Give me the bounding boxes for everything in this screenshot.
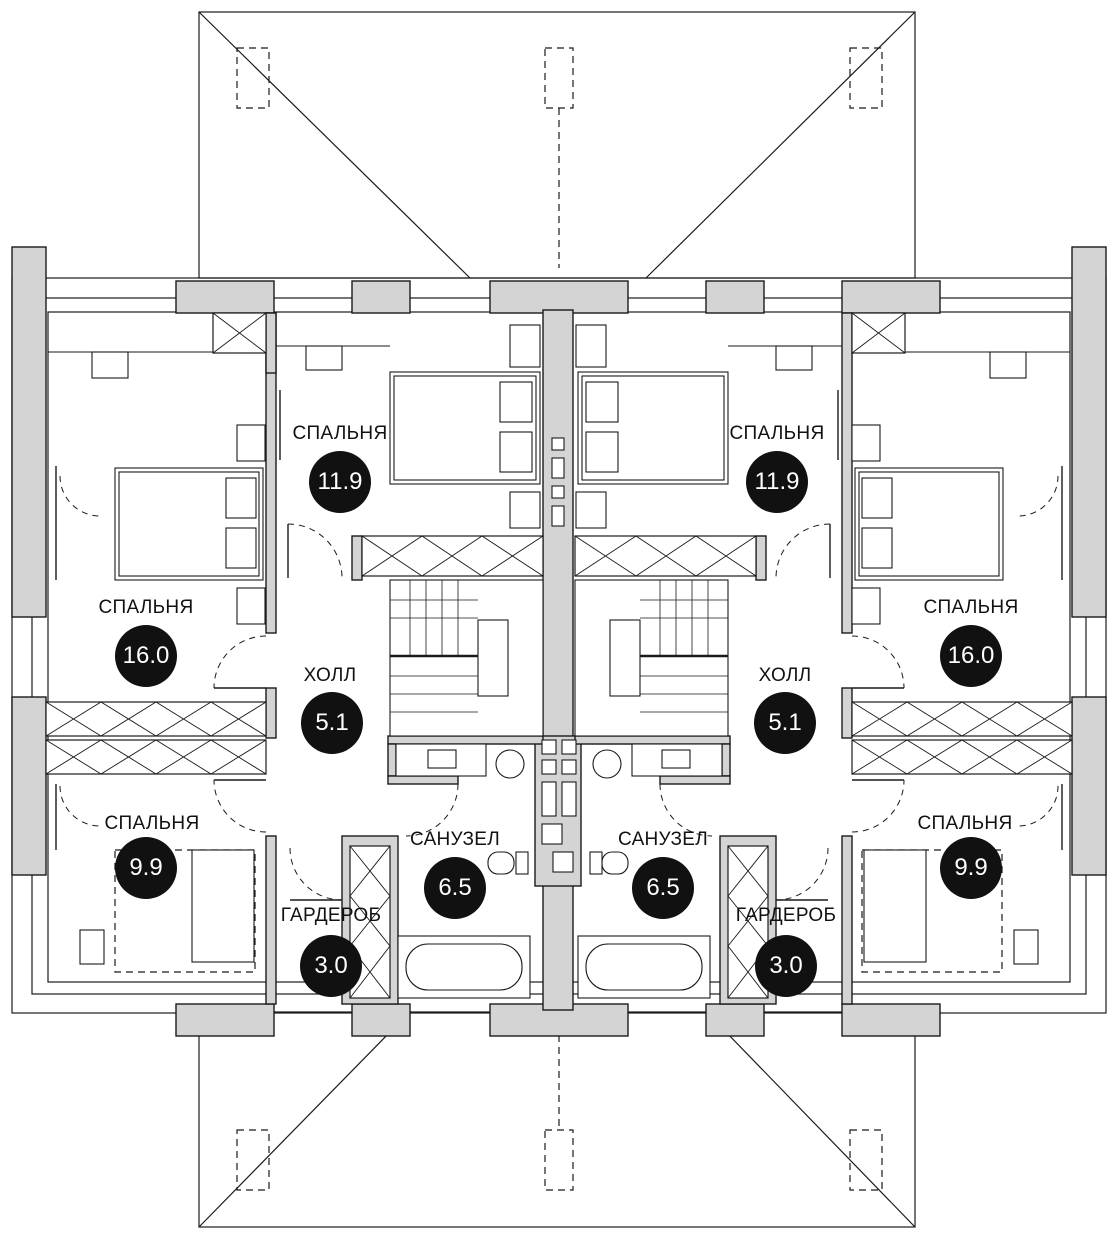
- room-area-badge: 11.9: [746, 451, 808, 513]
- room-area-badge: 16.0: [115, 625, 177, 687]
- room-name: САНУЗЕЛ: [409, 829, 501, 850]
- room-name: СПАЛЬНЯ: [104, 813, 200, 834]
- room-area-badge: 6.5: [424, 857, 486, 919]
- room-name: САНУЗЕЛ: [617, 829, 709, 850]
- room-name: СПАЛЬНЯ: [917, 813, 1013, 834]
- room-area-badge: 5.1: [754, 692, 816, 754]
- room-name: СПАЛЬНЯ: [292, 423, 388, 444]
- room-area-badge: 3.0: [755, 935, 817, 997]
- room-name: ХОЛЛ: [303, 665, 357, 686]
- room-area-badge: 3.0: [300, 935, 362, 997]
- room-name: СПАЛЬНЯ: [923, 597, 1019, 618]
- room-name: ГАРДЕРОБ: [280, 905, 382, 926]
- room-name: ХОЛЛ: [758, 665, 812, 686]
- room-area-badge: 11.9: [309, 451, 371, 513]
- room-area-badge: 6.5: [632, 857, 694, 919]
- roof-bottom: [198, 1011, 916, 1228]
- room-area-badge: 9.9: [115, 837, 177, 899]
- room-name: СПАЛЬНЯ: [729, 423, 825, 444]
- room-area-badge: 5.1: [301, 692, 363, 754]
- room-name: СПАЛЬНЯ: [98, 597, 194, 618]
- room-area-badge: 16.0: [940, 625, 1002, 687]
- roof-top: [198, 11, 916, 279]
- room-area-badge: 9.9: [940, 837, 1002, 899]
- room-name: ГАРДЕРОБ: [735, 905, 837, 926]
